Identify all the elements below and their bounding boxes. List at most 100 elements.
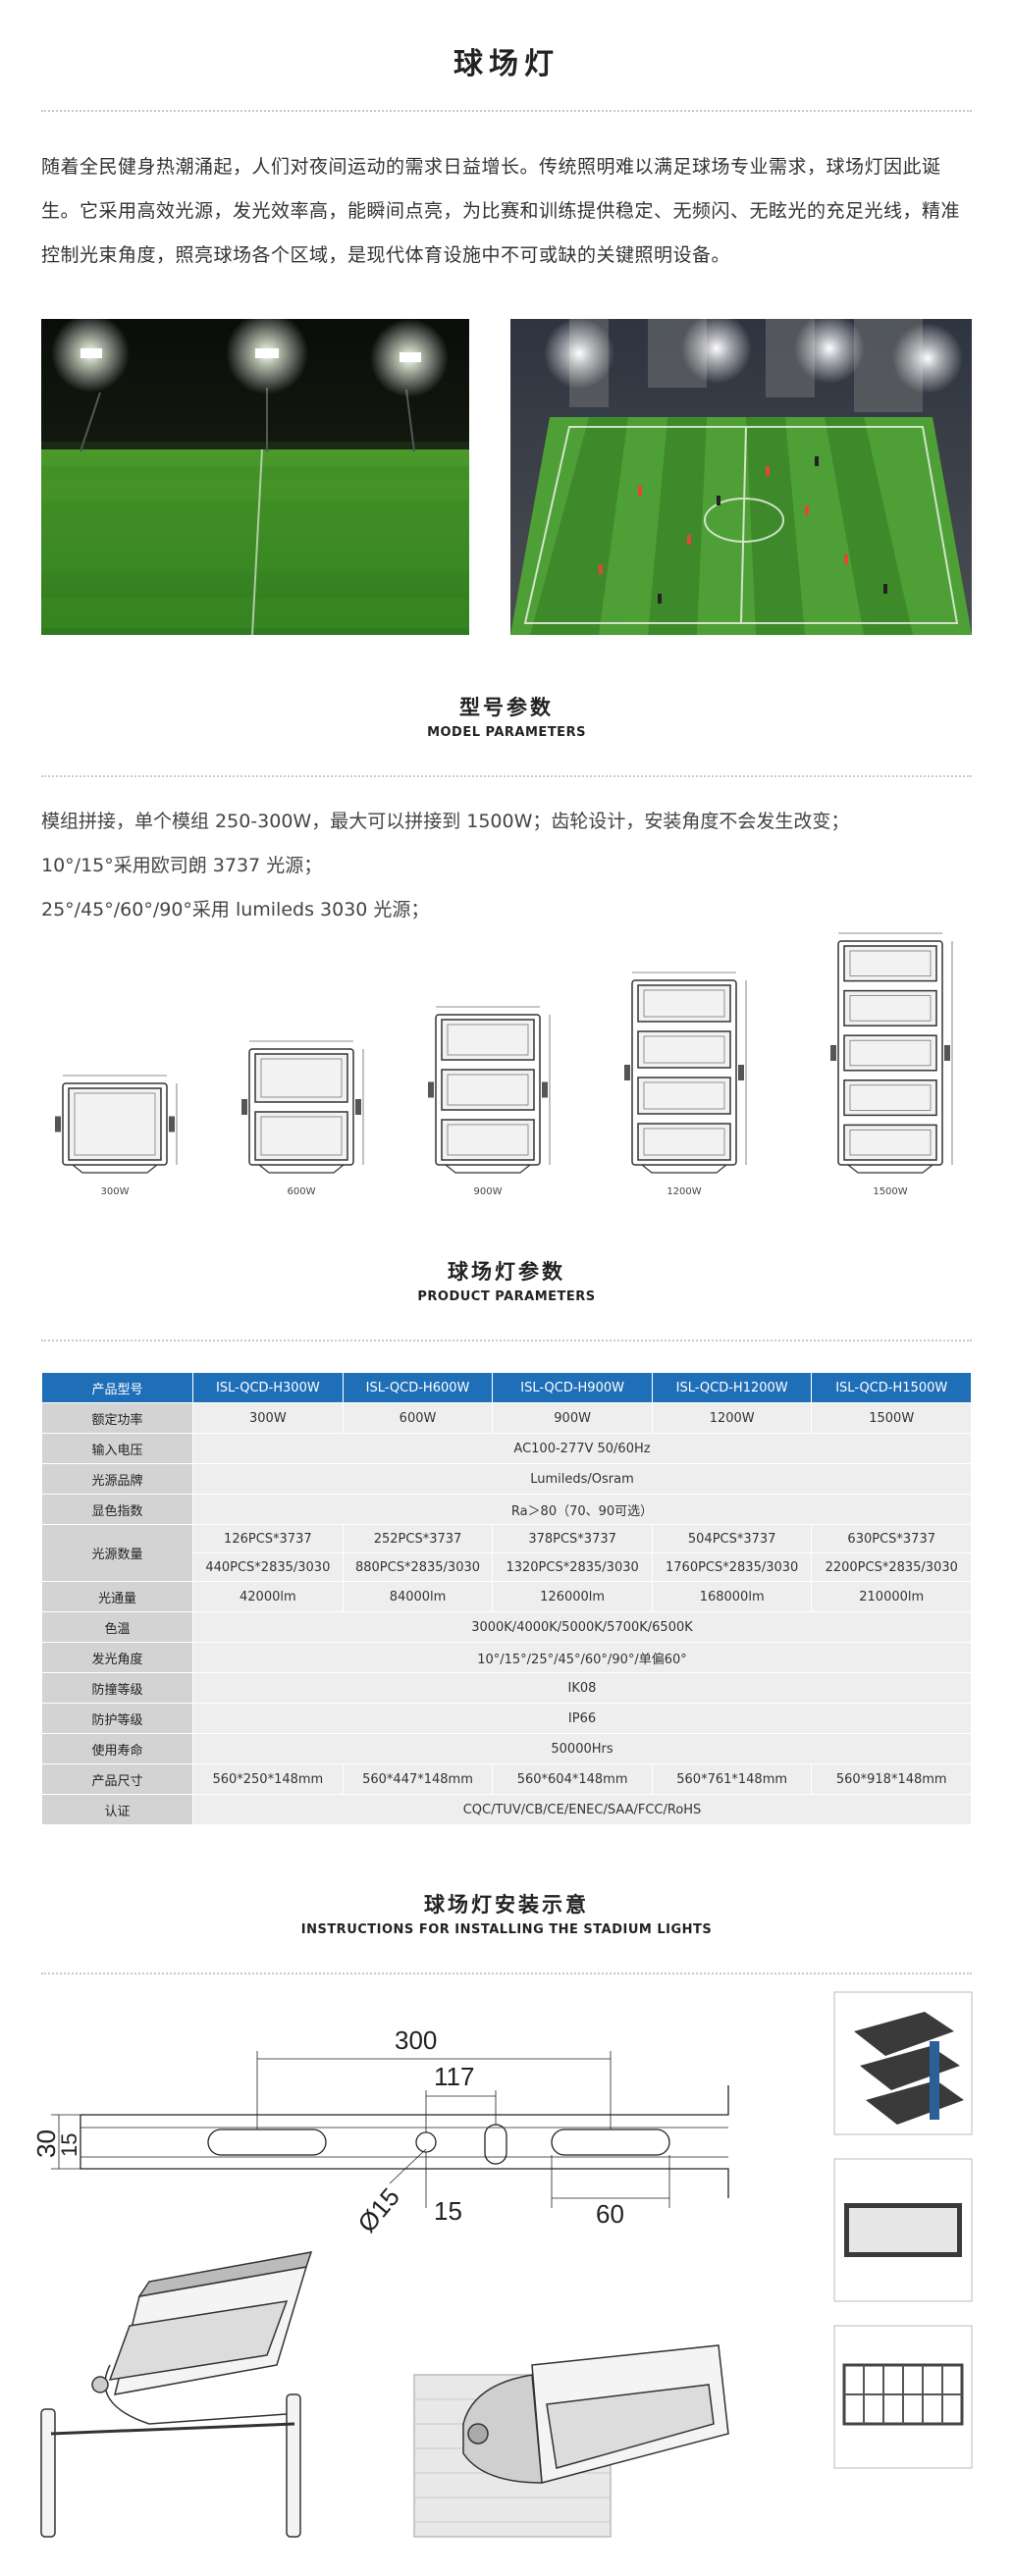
row-label: 光源品牌 xyxy=(41,1463,193,1495)
fixture-module-lens xyxy=(447,1124,529,1156)
model-description: 模组拼接，单个模组 250-300W，最大可以拼接到 1500W；齿轮设计，安装… xyxy=(41,800,972,932)
fixture-bracket xyxy=(241,1099,247,1115)
dim-phi15: Ø15 xyxy=(351,2182,405,2238)
table-cell: IK08 xyxy=(192,1672,972,1704)
fixture-module-lens xyxy=(643,1035,725,1064)
fixture-module-lens xyxy=(643,1081,725,1110)
table-cell: 504PCS*3737 xyxy=(651,1524,813,1553)
table-row: 光源数量 126PCS*3737 252PCS*3737 378PCS*3737… xyxy=(41,1524,972,1582)
stadium-photo-left xyxy=(41,312,469,636)
table-cell: 3000K/4000K/5000K/5700K/6500K xyxy=(192,1611,972,1643)
table-row: 认证 CQC/TUV/CB/CE/ENEC/SAA/FCC/RoHS xyxy=(41,1794,972,1825)
table-cell: 900W xyxy=(492,1402,653,1434)
product-parameters-table: 产品型号 ISL-QCD-H300W ISL-QCD-H600W ISL-QCD… xyxy=(41,1372,972,1825)
model-figures: 300W 600W 900W 1200W 1500W xyxy=(41,922,972,1197)
table-cell: 84000lm xyxy=(342,1581,494,1612)
table-cell: AC100-277V 50/60Hz xyxy=(192,1433,972,1464)
model-title-en: MODEL PARAMETERS xyxy=(427,725,586,740)
table-row: 光通量 42000lm 84000lm 126000lm 168000lm 21… xyxy=(41,1581,972,1612)
fixture-module xyxy=(843,989,937,1026)
table-cell: 560*918*148mm xyxy=(811,1763,972,1795)
fixture-module-lens xyxy=(849,995,932,1022)
fixture-bracket xyxy=(624,1065,630,1080)
table-cell: 2200PCS*2835/3030 xyxy=(811,1552,972,1582)
fixture-bracket xyxy=(169,1116,175,1132)
fixture-module xyxy=(843,1034,937,1072)
row-label: 额定功率 xyxy=(41,1402,193,1434)
install-diagrams: 300 117 30 15 Ø15 15 60 xyxy=(31,1972,973,2551)
table-cell: 560*604*148mm xyxy=(492,1763,653,1795)
fixture-body xyxy=(62,1082,168,1166)
page-title: 球场灯 xyxy=(453,47,560,81)
fixture-module-lens xyxy=(260,1058,343,1098)
table-row: 产品尺寸 560*250*148mm 560*447*148mm 560*604… xyxy=(41,1763,972,1795)
table-row: 光源品牌 Lumileds/Osram xyxy=(41,1463,972,1495)
table-cell: 560*250*148mm xyxy=(192,1763,344,1795)
table-cell: 168000lm xyxy=(651,1581,813,1612)
table-header: ISL-QCD-H900W xyxy=(492,1372,653,1403)
divider xyxy=(41,110,972,112)
fixture-module xyxy=(441,1019,535,1061)
table-cell: 560*761*148mm xyxy=(651,1763,813,1795)
fixture-body xyxy=(248,1048,354,1166)
dimension-labels: 300 117 30 15 Ø15 15 60 xyxy=(31,2025,624,2238)
table-cell: 210000lm xyxy=(811,1581,972,1612)
table-cell: 880PCS*2835/3030 xyxy=(342,1552,494,1582)
row-label: 光通量 xyxy=(41,1581,193,1612)
stadium-photo-right xyxy=(510,313,972,635)
divider xyxy=(41,1972,972,1974)
table-header: ISL-QCD-H1500W xyxy=(811,1372,972,1403)
detail-box-lens xyxy=(833,2158,973,2302)
install-title-cn: 球场灯安装示意 xyxy=(424,1893,589,1917)
table-header: ISL-QCD-H300W xyxy=(192,1372,344,1403)
table-row: 显色指数 Ra＞80（70、90可选） xyxy=(41,1494,972,1525)
table-cell: 600W xyxy=(342,1402,494,1434)
table-cell: 42000lm xyxy=(192,1581,344,1612)
fixture-body xyxy=(837,940,943,1166)
dim-117: 117 xyxy=(434,2062,474,2091)
table-cell: Ra＞80（70、90可选） xyxy=(192,1494,972,1525)
table-cell: 440PCS*2835/3030 xyxy=(192,1552,344,1582)
table-header: ISL-QCD-H600W xyxy=(342,1372,494,1403)
table-cell: 560*447*148mm xyxy=(342,1763,494,1795)
fixture-module xyxy=(441,1119,535,1161)
row-label: 输入电压 xyxy=(41,1433,193,1464)
bracket-dimension-drawing xyxy=(51,2051,729,2208)
table-cell: 1500W xyxy=(811,1402,972,1434)
fixture-body xyxy=(631,979,737,1166)
fixture-body xyxy=(435,1014,541,1166)
product-section-title: 球场灯参数 PRODUCT PARAMETERS xyxy=(0,1256,1013,1304)
fixture-module xyxy=(843,1079,937,1117)
dim-60: 60 xyxy=(596,2199,624,2229)
table-header: 产品型号 xyxy=(41,1372,193,1403)
table-cell: Lumileds/Osram xyxy=(192,1463,972,1495)
model-section-title: 型号参数 MODEL PARAMETERS xyxy=(0,692,1013,740)
table-cell: 1320PCS*2835/3030 xyxy=(492,1552,653,1582)
table-cell: 300W xyxy=(192,1402,344,1434)
fixture-bracket xyxy=(355,1099,361,1115)
row-label: 光源数量 xyxy=(41,1524,193,1582)
table-cell: 378PCS*3737 xyxy=(492,1524,653,1553)
table-cell: 10°/15°/25°/45°/60°/90°/单偏60° xyxy=(192,1642,972,1673)
model-figure-1500w: 1500W xyxy=(817,927,964,1197)
fixture-bracket xyxy=(944,1045,950,1061)
dim-30: 30 xyxy=(31,2129,61,2158)
table-cell: 126000lm xyxy=(492,1581,653,1612)
dim-15b: 15 xyxy=(434,2196,462,2226)
model-figure-label: 1200W xyxy=(666,1186,702,1197)
fixture-module xyxy=(637,1030,731,1069)
fixture-module xyxy=(843,945,937,982)
detail-box-grille xyxy=(833,2325,973,2469)
table-row: 色温 3000K/4000K/5000K/5700K/6500K xyxy=(41,1611,972,1643)
table-row: 额定功率 300W 600W 900W 1200W 1500W xyxy=(41,1402,972,1434)
dim-15a: 15 xyxy=(57,2133,81,2157)
fixture-module xyxy=(637,1123,731,1161)
table-header-row: 产品型号 ISL-QCD-H300W ISL-QCD-H600W ISL-QCD… xyxy=(41,1372,972,1403)
model-line: 10°/15°采用欧司朗 3737 光源； xyxy=(41,855,323,876)
model-figure-label: 300W xyxy=(100,1186,130,1197)
model-line: 模组拼接，单个模组 250-300W，最大可以拼接到 1500W；齿轮设计，安装… xyxy=(41,811,850,832)
fixture-bracket xyxy=(542,1081,548,1098)
table-row: 使用寿命 50000Hrs xyxy=(41,1733,972,1764)
table-cell: 1200W xyxy=(651,1402,813,1434)
table-header: ISL-QCD-H1200W xyxy=(651,1372,813,1403)
